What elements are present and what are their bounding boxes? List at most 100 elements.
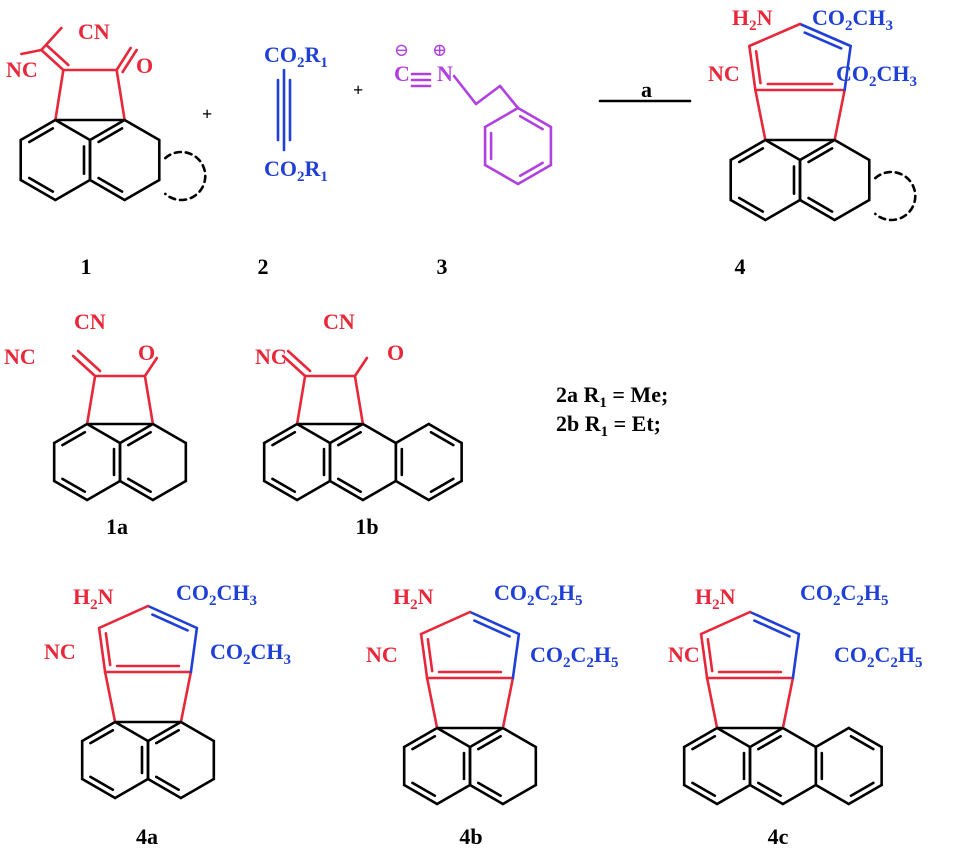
exocyclic-bond	[286, 349, 312, 373]
carbonyl-o-label: O	[387, 340, 405, 365]
ring-bond	[427, 479, 463, 502]
bond	[452, 74, 478, 106]
aromatic-bond	[476, 781, 502, 798]
ring-bond	[80, 720, 117, 743]
ring-bond	[146, 777, 183, 800]
bond	[843, 44, 852, 92]
aromatic-bond	[154, 728, 180, 745]
aromatic-bond	[411, 734, 437, 751]
compound-number-4: 4	[734, 254, 746, 279]
amine-label: H2N	[732, 5, 773, 34]
nc-label: NC	[668, 642, 700, 667]
ring-bond	[798, 138, 836, 162]
ester-label: CO2CH3	[176, 580, 257, 609]
compound-number-1b: 1b	[355, 514, 379, 539]
double-bond	[754, 50, 762, 85]
ring-bond	[394, 479, 431, 502]
carbonyl-bond	[353, 356, 369, 378]
aromatic-bond	[89, 775, 115, 792]
ring-bond	[748, 783, 785, 806]
bond	[468, 610, 521, 636]
ring-bond	[748, 726, 785, 749]
bond	[498, 84, 520, 110]
ring-bond	[764, 138, 802, 162]
five-ring-bond	[295, 374, 307, 426]
bond	[189, 626, 199, 674]
compound-number-4a: 4a	[136, 824, 158, 849]
ring-bond	[394, 422, 431, 445]
ring-bond	[151, 422, 188, 445]
carbonyl-o-label: O	[136, 53, 154, 78]
compound-number-4b: 4b	[459, 824, 483, 849]
aromatic-bond	[849, 781, 875, 798]
aromatic-bond	[411, 781, 437, 798]
aromatic-bond	[27, 127, 55, 144]
ester-label: CO2C2H5	[494, 580, 583, 609]
ring-bond	[682, 726, 719, 749]
ring-bond	[54, 118, 92, 142]
nc-label: NC	[6, 57, 38, 82]
ring-bond	[427, 422, 463, 445]
aromatic-bond	[756, 734, 782, 751]
amine-label: H2N	[393, 584, 434, 613]
ester-top-label: CO2R1	[264, 42, 328, 71]
five-ring-bond	[425, 676, 439, 730]
ring-bond	[468, 783, 505, 806]
ring-bond	[328, 479, 365, 502]
aromatic-bond	[429, 430, 455, 447]
ring-bond	[781, 783, 818, 806]
bond	[511, 632, 521, 680]
ring-bond	[402, 726, 439, 749]
bond	[748, 610, 801, 636]
carbonyl-o-label: O	[138, 340, 156, 365]
ring-bond	[501, 726, 538, 749]
bond	[40, 26, 63, 52]
aromatic-bond	[691, 781, 717, 798]
ring-bond	[151, 479, 188, 502]
aromatic-bond	[61, 430, 87, 447]
ring-bond	[682, 783, 719, 806]
aromatic-bond	[61, 477, 87, 494]
five-ring-bond	[705, 676, 719, 730]
ring-bond	[361, 422, 398, 445]
ring-bond	[847, 726, 883, 749]
bond	[146, 604, 199, 630]
ring-bond	[179, 777, 216, 800]
ester-label: CO2CH3	[210, 639, 291, 668]
bond	[699, 632, 709, 680]
ring-bond	[123, 118, 161, 142]
aromatic-bond	[476, 734, 502, 751]
cn-label: CN	[323, 309, 355, 334]
ring-bond	[19, 178, 57, 202]
ring-bond	[54, 178, 92, 202]
nc-label: NC	[44, 639, 76, 664]
bond	[419, 610, 472, 636]
exocyclic-bond	[40, 48, 65, 72]
aromatic-bond	[97, 176, 124, 193]
plus-sign: +	[353, 80, 364, 100]
bond	[419, 632, 429, 680]
compound-number-1: 1	[80, 254, 92, 279]
ring-bond	[715, 783, 752, 806]
bond	[699, 610, 752, 636]
bond	[748, 22, 802, 48]
fused-ring-placeholder	[873, 170, 917, 222]
aromatic-bond	[807, 147, 834, 164]
ring-bond	[328, 422, 365, 445]
isocyanide-c-label: C	[394, 61, 410, 86]
five-ring-bond	[143, 374, 155, 426]
exocyclic-bond	[45, 43, 70, 67]
double-bond	[104, 632, 112, 667]
carbonyl-bond	[115, 46, 132, 72]
ring-bond	[123, 178, 161, 202]
ring-bond	[118, 422, 155, 445]
aromatic-bond	[336, 477, 362, 494]
ring-bond	[85, 479, 122, 502]
ring-bond	[435, 783, 472, 806]
aromatic-bond	[126, 477, 152, 494]
compound-number-3: 3	[436, 254, 448, 279]
bond	[798, 22, 852, 48]
aromatic-bond	[271, 430, 297, 447]
ring-bond	[483, 106, 520, 129]
